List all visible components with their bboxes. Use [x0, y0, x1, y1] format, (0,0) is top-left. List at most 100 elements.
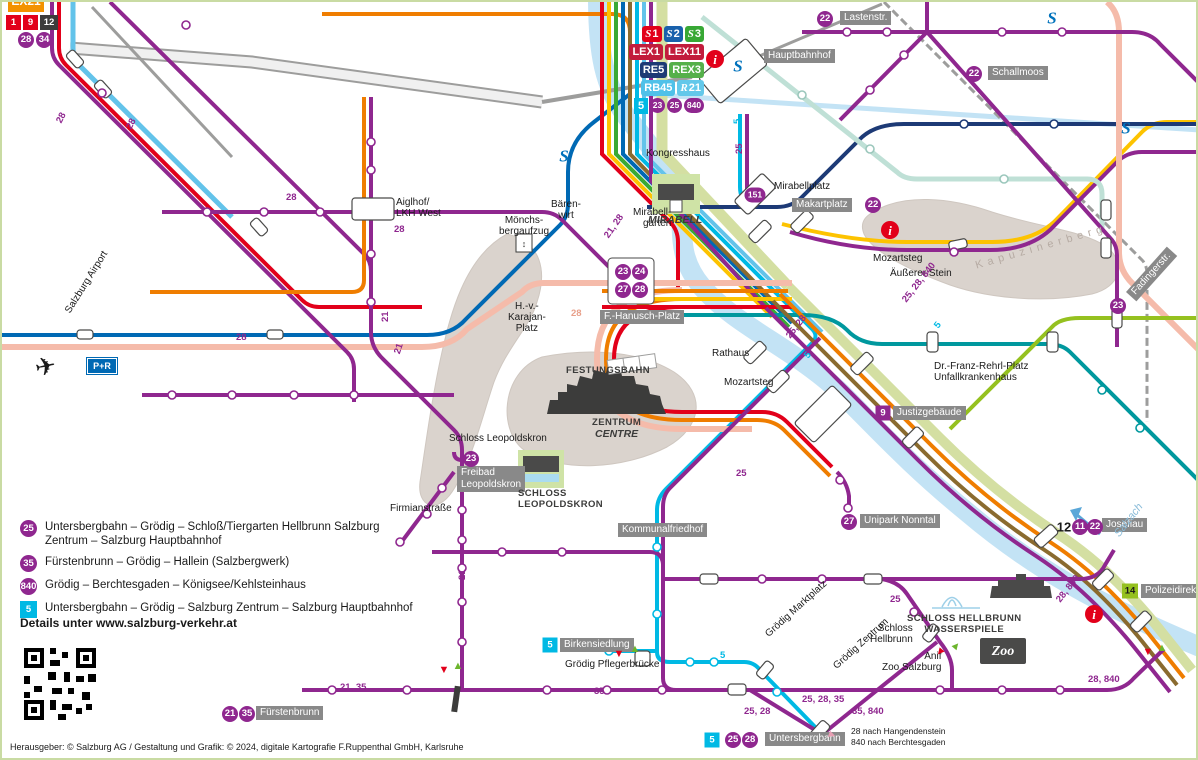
station-schloss-hellbrunn: Schloss Hellbrunn: [870, 623, 913, 645]
stop-marker: [457, 535, 467, 545]
station-mozartsteg: Mozartsteg: [873, 253, 923, 264]
station-marker: [901, 426, 925, 449]
line-badge-5: 5: [704, 732, 720, 748]
station-zoo-salzburg: Anif Zoo Salzburg: [882, 651, 942, 673]
note-destinations: 28 nach Hangendenstein 840 nach Berchtes…: [851, 726, 946, 747]
info-icon: i: [881, 221, 899, 239]
area-centre: CENTRE: [595, 428, 639, 440]
stop-marker: [1135, 423, 1145, 433]
stop-marker: [949, 247, 959, 257]
oneway-arrow-icon: ▼: [613, 648, 625, 660]
stop-marker: [181, 20, 191, 30]
airplane-icon: ✈: [32, 351, 58, 383]
legend-text: Untersbergbahn – Grödig – Salzburg Zentr…: [45, 601, 413, 614]
line-badge-21: 21: [222, 706, 238, 722]
stop-marker: [835, 475, 845, 485]
route-21: 21: [457, 569, 468, 580]
station-groedig-pflegerbruecke: Grödig Pflegerbrücke: [565, 659, 660, 670]
cut-line-badge: EX21: [8, 2, 44, 13]
stop-marker: [327, 685, 337, 695]
sbahn-glyph-icon: S: [645, 27, 652, 40]
stop-marker: [557, 547, 567, 557]
funicular-icon: [606, 353, 658, 375]
stop-marker: [437, 483, 447, 493]
park-and-ride-badge: P+R: [86, 357, 118, 375]
river-main: [588, 2, 1196, 657]
station-marker: [743, 340, 767, 365]
line-badge-RB45: RB45: [641, 80, 676, 96]
station-rehrl-platz: Dr.-Franz-Rehrl-Platz Unfallkrankenhaus: [934, 361, 1029, 383]
oneway-arrow-icon: ▲: [452, 660, 464, 672]
leopoldskron-pond-icon: [523, 474, 559, 482]
stop-marker: [865, 85, 875, 95]
station-fuerstenbrunn: Fürstenbrunn: [256, 706, 324, 720]
route-28-840: 28, 840: [1088, 674, 1120, 685]
stop-marker: [227, 390, 237, 400]
station-marker: [1100, 237, 1112, 259]
stop-marker: [167, 390, 177, 400]
route-21-35: 21, 35: [340, 682, 367, 693]
station-firmianstrasse: Firmianstraße: [390, 503, 452, 514]
legend-text: Grödig – Berchtesgaden – Königsee/Kehlst…: [45, 578, 306, 591]
line-badge-REX3: REX3: [669, 62, 704, 78]
station-untersbergbahn: Untersbergbahn: [765, 732, 845, 746]
line-badge-14: 14: [1122, 583, 1138, 599]
station-marker: [748, 219, 772, 244]
station-marker: [790, 209, 814, 234]
zoo-logo-box: [980, 638, 1026, 664]
route-35-840: 35, 840: [852, 706, 884, 717]
route-5: 5: [720, 650, 726, 661]
station-marker: [850, 351, 874, 376]
route-25-28: 25, 28: [744, 706, 771, 717]
line-badge-23: 23: [463, 451, 479, 467]
station-marker: [926, 331, 939, 353]
stop-marker: [709, 657, 719, 667]
line-badge-9: 9: [23, 15, 38, 30]
station-kommunalfriedhof: Kommunalfriedhof: [618, 523, 708, 537]
elevator-arrows-icon: ↕: [522, 239, 527, 249]
stop-marker: [202, 207, 212, 217]
station-marker: [1033, 524, 1059, 548]
station-mozartsteg-south: Mozartsteg: [724, 377, 774, 388]
poi-mirabell: MIRABELL: [648, 214, 703, 226]
stop-marker: [602, 685, 612, 695]
stop-marker: [757, 574, 767, 584]
route-25: 25: [890, 594, 901, 605]
stop-marker: [315, 207, 325, 217]
line-badge-27: 27: [615, 282, 631, 298]
station-lastenstrasse: Lastenstr.: [840, 11, 892, 25]
station-makartplatz: Makartplatz: [792, 198, 852, 212]
line-badge-35: 35: [239, 706, 255, 722]
line-badge-27: 27: [841, 514, 857, 530]
station-marker: [922, 623, 940, 643]
line-badge-5: 5: [634, 98, 648, 114]
stop-marker: [772, 687, 782, 697]
station-polizeidirektion: Polizeidirektion: [1141, 584, 1196, 598]
legend-badge-35: 35: [20, 554, 37, 572]
route-28: 28: [394, 224, 405, 235]
station-marker: [351, 197, 395, 221]
fountain-icon: [932, 596, 980, 609]
station-marker: [863, 573, 883, 585]
line-badge-LEX1: LEX1: [629, 44, 663, 60]
leopoldskron-building-icon: [523, 456, 559, 472]
stop-marker: [959, 119, 969, 129]
stop-marker: [349, 390, 359, 400]
sbahn-glyph-icon: R: [680, 81, 688, 94]
poi-mirabellgarten: Mirabell- garten: [633, 207, 672, 229]
stop-marker: [497, 547, 507, 557]
stop-marker: [457, 505, 467, 515]
stop-marker: [909, 607, 919, 617]
route-25: 25: [736, 468, 747, 479]
footer-credits: Herausgeber: © Salzburg AG / Gestaltung …: [10, 742, 464, 752]
line-badge-23: 23: [1110, 298, 1126, 314]
station-schallmoos: Schallmoos: [988, 66, 1048, 80]
legend-badge-25: 25: [20, 520, 37, 537]
stop-marker: [1055, 685, 1065, 695]
